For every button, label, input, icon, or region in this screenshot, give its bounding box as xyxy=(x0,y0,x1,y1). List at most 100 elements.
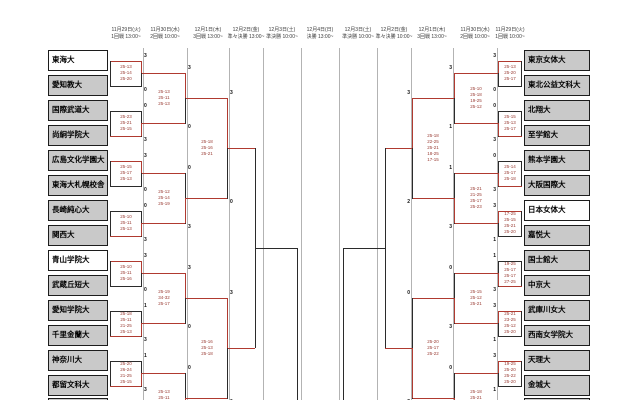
match-scores: 25-10 25-11 25-16 xyxy=(120,263,132,282)
match-scores: 25-13 25-14 25-20 xyxy=(120,63,132,82)
header-date: 12月2日(金) xyxy=(232,27,260,33)
match-bottom-line xyxy=(498,85,522,87)
winner-path xyxy=(498,360,499,373)
set-count: 0 xyxy=(493,152,496,159)
match-bottom-line xyxy=(498,385,522,387)
match-connector xyxy=(498,210,499,237)
match-top-line xyxy=(142,373,186,374)
winner-path xyxy=(185,398,186,400)
match-scores: 25-18 25-21 25-20 xyxy=(470,388,482,400)
winner-path xyxy=(185,198,186,223)
set-count: 2 xyxy=(407,199,410,205)
match-bottom-line xyxy=(186,398,228,399)
match-scores: 25-18 25-11 21-25 25-13 xyxy=(120,310,132,335)
match-top-line xyxy=(498,110,522,112)
set-count: 0 xyxy=(188,324,191,330)
set-count: 0 xyxy=(144,202,147,209)
match-scores: 25-23 25-21 25-15 xyxy=(120,113,132,132)
match-top-line xyxy=(454,273,498,274)
match-connector xyxy=(141,260,142,287)
team-box-partial xyxy=(524,398,590,400)
match-outer-border xyxy=(521,260,522,286)
team-box: 嘉悦大 xyxy=(524,225,590,246)
match-top-line xyxy=(498,210,522,212)
match-top-line xyxy=(412,98,454,99)
team-box: 国際武道大 xyxy=(48,100,108,121)
winner-path xyxy=(412,348,413,398)
match-scores: 25-20 26-24 21-25 25-15 xyxy=(120,360,132,385)
match-top-line xyxy=(498,60,522,62)
winner-path xyxy=(498,173,499,186)
column-divider xyxy=(411,48,412,400)
match-bottom-line xyxy=(498,135,522,137)
winner-path xyxy=(454,298,455,323)
set-count: 3 xyxy=(407,90,410,96)
match-bottom-line xyxy=(412,398,454,399)
header-session: 2回戦 10:00~ xyxy=(460,34,490,40)
team-box: 神奈川大 xyxy=(48,350,108,371)
match-top-line xyxy=(142,173,186,174)
set-count: 3 xyxy=(188,65,191,71)
team-box: 北翔大 xyxy=(524,100,590,121)
match-scores: 25-18 22-25 25-21 18-25 17-15 xyxy=(427,132,439,163)
match-top-line xyxy=(186,98,228,99)
team-box: 都留文科大 xyxy=(48,375,108,396)
match-connector xyxy=(412,98,413,199)
header-session: 準決勝 10:00~ xyxy=(266,34,298,40)
set-count: 3 xyxy=(144,336,147,343)
winner-path xyxy=(227,98,228,148)
set-count: 3 xyxy=(493,136,496,143)
team-box: 関西大 xyxy=(48,225,108,246)
match-scores: 25-18 25-16 25-21 xyxy=(201,138,213,157)
set-count: 3 xyxy=(449,65,452,71)
match-scores: 25-10 25-11 25-13 xyxy=(120,213,132,232)
set-count: 3 xyxy=(144,252,147,259)
team-box: 天理大 xyxy=(524,350,590,371)
match-top-line xyxy=(110,210,142,212)
set-count: 3 xyxy=(493,302,496,309)
match-outer-border xyxy=(110,60,111,86)
team-box: 東京女体大 xyxy=(524,50,590,71)
column-divider xyxy=(263,48,264,400)
quarterfinal-entry-line xyxy=(385,148,412,149)
column-divider xyxy=(229,48,230,400)
match-bottom-line xyxy=(142,323,186,324)
set-count: 1 xyxy=(449,124,452,130)
semifinal-entry-line xyxy=(255,248,297,249)
set-count: 1 xyxy=(144,302,147,309)
match-connector xyxy=(185,373,186,400)
match-scores: 25-13 25-20 25-17 xyxy=(504,63,516,82)
set-count: 0 xyxy=(144,102,147,109)
winner-path xyxy=(498,210,499,223)
match-outer-border xyxy=(110,110,111,136)
match-scores: 25-14 25-17 25-18 xyxy=(504,163,516,182)
header-date: 12月1日(木) xyxy=(418,27,446,33)
header-date: 12月3日(土) xyxy=(344,27,372,33)
match-bottom-line xyxy=(142,123,186,124)
set-count: 3 xyxy=(144,236,147,243)
match-top-line xyxy=(454,173,498,174)
set-count: 3 xyxy=(449,224,452,230)
set-count: 3 xyxy=(493,202,496,209)
header-session: 準々決勝 13:00~ xyxy=(227,34,265,40)
match-scores: 25-15 25-13 25-17 xyxy=(504,113,516,132)
header-session: 2回戦 10:00~ xyxy=(150,34,180,40)
match-bottom-line xyxy=(186,198,228,199)
team-box: 中京大 xyxy=(524,275,590,296)
header-date: 12月1日(木) xyxy=(194,27,222,33)
winner-path xyxy=(141,60,142,73)
column-divider xyxy=(301,48,302,400)
header-date: 11月30日(水) xyxy=(460,27,490,33)
winner-path xyxy=(498,123,499,136)
semifinal-connector xyxy=(343,248,344,400)
header-session: 3回戦 13:00~ xyxy=(417,34,447,40)
column-divider xyxy=(377,48,378,400)
match-outer-border xyxy=(521,60,522,86)
match-scores: 25-13 25-11 25-20 xyxy=(158,388,170,400)
winner-path xyxy=(141,160,142,173)
match-scores: 25-13 25-11 25-13 xyxy=(158,88,170,107)
match-outer-border xyxy=(110,160,111,186)
match-connector xyxy=(141,60,142,87)
match-bottom-line xyxy=(110,285,142,287)
